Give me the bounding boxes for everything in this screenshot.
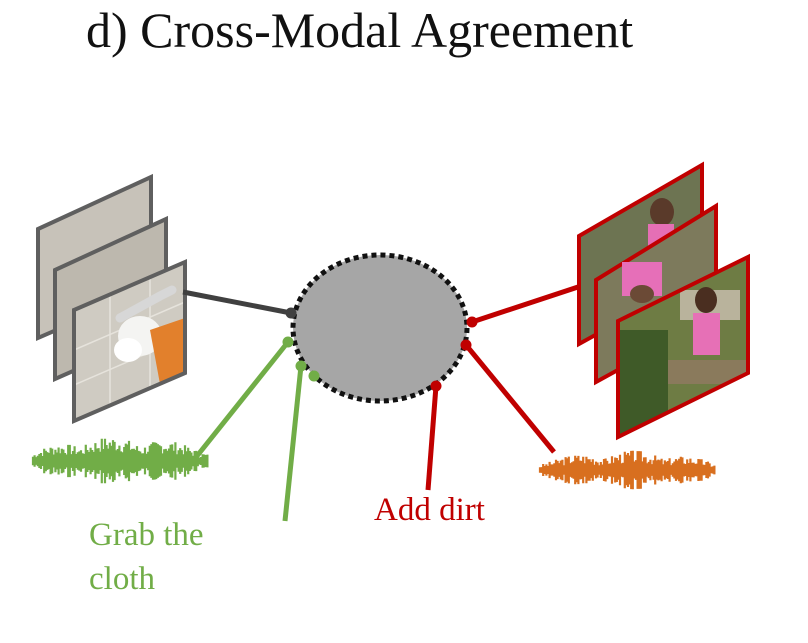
connection-dot xyxy=(466,316,478,328)
connection-dot xyxy=(430,380,442,392)
label-grab-the: Grab the xyxy=(89,517,204,553)
faucet-video-frames xyxy=(36,173,187,425)
video-link-right xyxy=(471,284,579,325)
label-cloth: cloth xyxy=(89,561,155,597)
audio-link-right xyxy=(464,343,556,454)
shared-embedding-node xyxy=(290,252,470,404)
audio-link-left xyxy=(195,340,290,458)
connection-dot xyxy=(460,339,472,351)
orange-audio-waveform-icon xyxy=(538,450,716,490)
connection-dot xyxy=(308,370,320,382)
connection-dot xyxy=(282,336,294,348)
woman-video-frames xyxy=(577,161,750,441)
connection-dot xyxy=(295,360,307,372)
text-link-red xyxy=(425,385,439,491)
video-frame xyxy=(616,253,750,441)
video-link-left xyxy=(182,289,292,316)
green-audio-waveform-icon xyxy=(31,438,209,484)
connection-dot xyxy=(285,307,297,319)
text-link-green xyxy=(282,365,304,522)
label-add-dirt: Add dirt xyxy=(374,492,485,528)
diagram-title: d) Cross-Modal Agreement xyxy=(86,2,633,58)
